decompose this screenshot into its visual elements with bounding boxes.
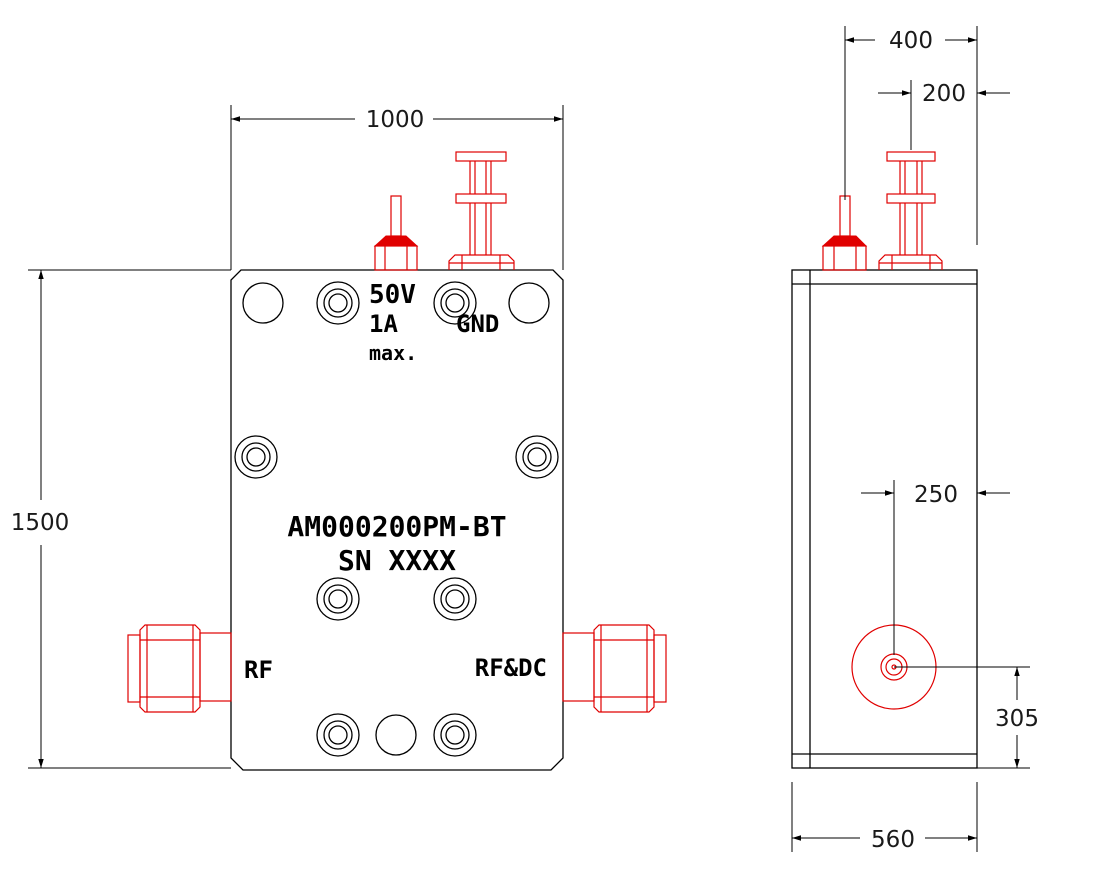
- power-label-max: max.: [369, 341, 417, 365]
- front-view: 50V 1A max. GND AM000200PM-BT SN XXXX RF…: [11, 105, 667, 771]
- dimension-connector-height: 305: [894, 666, 1039, 769]
- screw-icon: [316, 281, 360, 325]
- dimension-depth: 560: [791, 782, 978, 853]
- dimension-connector-offset-label: 250: [914, 482, 958, 508]
- dimension-height-label: 1500: [11, 510, 70, 536]
- dimension-terminal-offset: 200: [878, 80, 1010, 150]
- rf-in-connector: [127, 624, 232, 713]
- gnd-label: GND: [456, 310, 499, 338]
- dimension-depth-label: 560: [871, 827, 915, 853]
- screw-icon: [433, 713, 477, 757]
- mounting-hole: [508, 282, 550, 324]
- dimension-width-label: 1000: [366, 107, 425, 133]
- side-housing-outline: [791, 269, 978, 769]
- mounting-hole: [242, 282, 284, 324]
- dimension-width: 1000: [230, 105, 564, 270]
- housing-outline: [230, 269, 564, 771]
- dimension-terminal-offset-label: 200: [922, 81, 966, 107]
- mounting-hole: [375, 714, 417, 756]
- screw-icon: [316, 577, 360, 621]
- dimension-connector-offset: 250: [861, 480, 1010, 655]
- feedthrough-pin: [373, 195, 419, 271]
- model-label: AM000200PM-BT: [287, 510, 506, 543]
- dimension-feedthru-offset-label: 400: [889, 28, 933, 54]
- dimension-height: 1500: [11, 269, 231, 769]
- side-gnd-terminal: [878, 151, 943, 270]
- serial-label: SN XXXX: [338, 544, 456, 577]
- screw-icon: [433, 577, 477, 621]
- rf-out-connector: [562, 624, 667, 713]
- dimension-connector-height-label: 305: [995, 706, 1039, 732]
- power-label-voltage: 50V: [369, 280, 416, 310]
- rf-out-label: RF&DC: [475, 654, 547, 682]
- rf-in-label: RF: [244, 656, 273, 684]
- dimension-feedthru-offset: 400: [844, 26, 978, 245]
- side-view: 400 200 250 305: [791, 26, 1039, 853]
- power-label-current: 1A: [369, 310, 398, 338]
- screw-icon: [234, 435, 278, 479]
- screw-icon: [316, 713, 360, 757]
- gnd-terminal: [448, 151, 515, 270]
- screw-icon: [515, 435, 559, 479]
- side-feedthrough-pin: [821, 195, 868, 271]
